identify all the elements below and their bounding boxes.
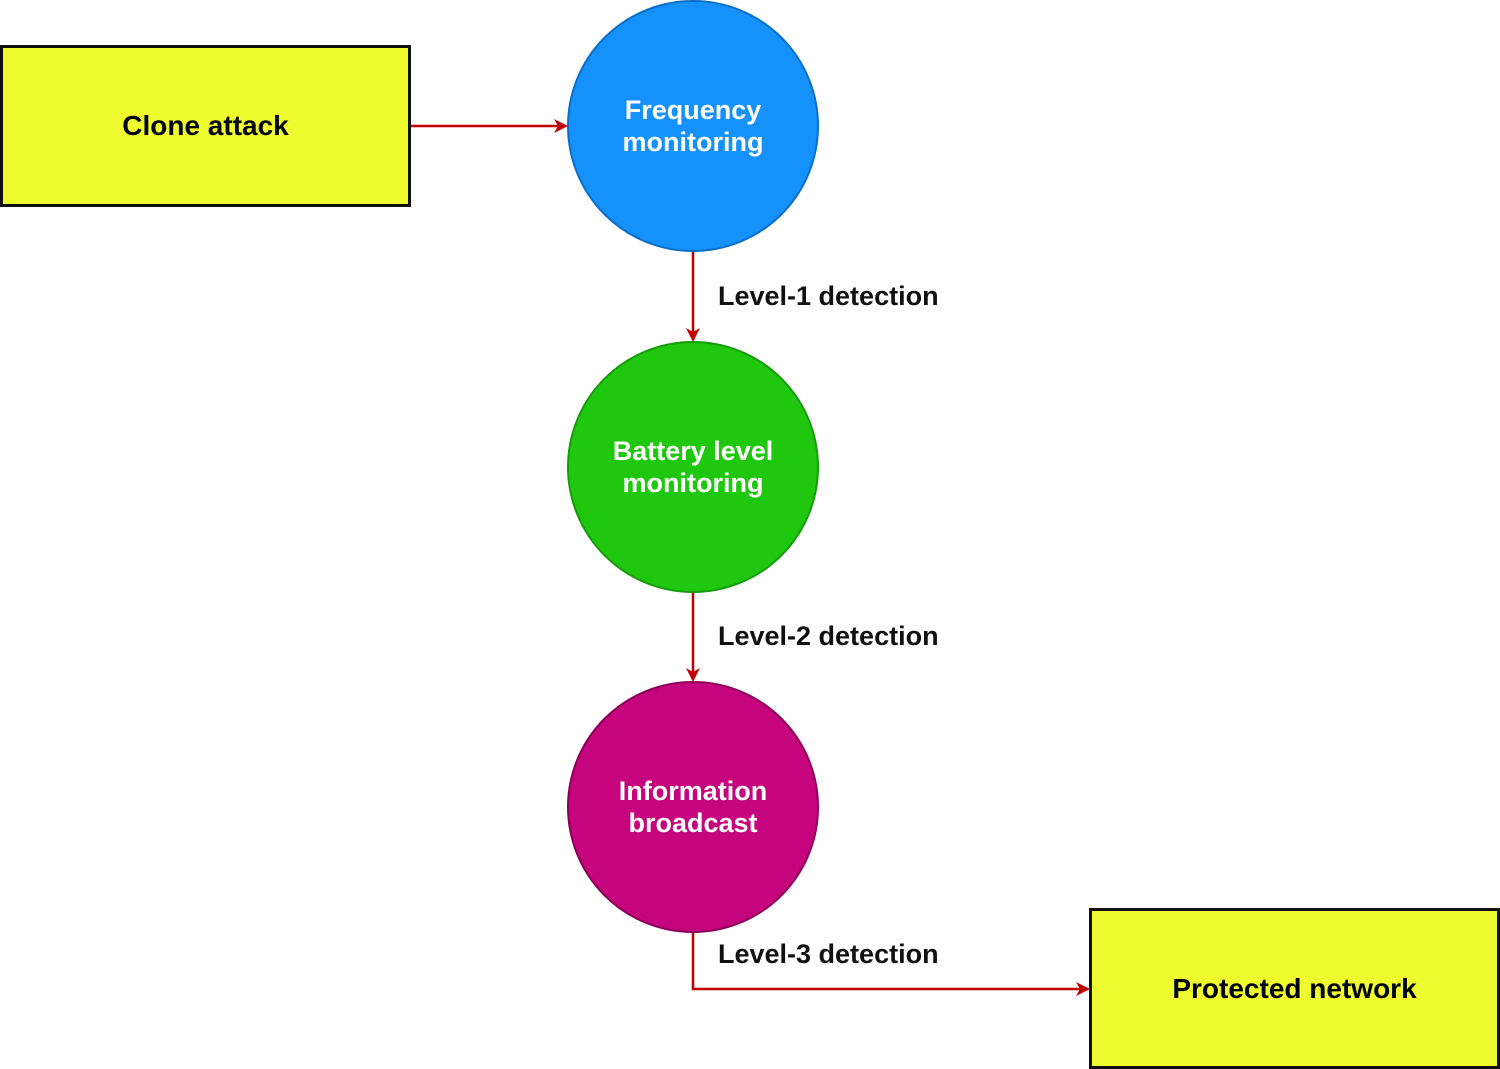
arrow-information-to-protected <box>691 933 1090 996</box>
level-3-detection-label: Level-3 detection <box>718 939 939 969</box>
level-2-detection-label: Level-2 detection <box>718 621 939 651</box>
clone-attack-label: Clone attack <box>122 110 289 141</box>
battery-level-monitoring-node: Battery level monitoring <box>567 341 819 593</box>
protected-network-label: Protected network <box>1172 972 1417 1004</box>
clone-attack-node: Clone attack <box>0 45 411 207</box>
information-broadcast-label: Information broadcast <box>618 776 768 838</box>
frequency-monitoring-label: Frequency monitoring <box>622 95 764 157</box>
battery-level-monitoring-label: Battery level monitoring <box>612 436 774 498</box>
level-1-detection-label: Level-1 detection <box>718 281 939 311</box>
protected-network-node: Protected network <box>1089 908 1500 1069</box>
frequency-monitoring-node: Frequency monitoring <box>567 0 819 252</box>
information-broadcast-node: Information broadcast <box>567 681 819 933</box>
